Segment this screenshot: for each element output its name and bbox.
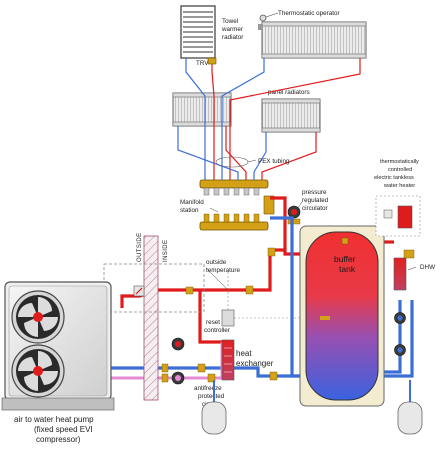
heat-pump-label: air to water heat pump (fixed speed EVI …: [14, 415, 94, 444]
tank-sensor-well: [320, 316, 330, 320]
towel-warmer-label: Towel warmer radiator: [221, 18, 243, 41]
left-panel-radiator: [172, 92, 232, 127]
dhw-heat-exchanger: [393, 249, 415, 291]
manifold-station: [199, 179, 275, 231]
pressure-regulated-circulator-label: pressure regulated circulator: [302, 189, 329, 212]
right-panel-radiator: [261, 98, 321, 133]
svg-text:thermostatically: thermostatically: [380, 159, 419, 165]
svg-text:tank: tank: [339, 264, 356, 274]
antifreeze-piping: [110, 342, 224, 380]
thermostatic-operator: Thermostatic operator: [259, 10, 340, 22]
dhw-label: DHW: [420, 264, 435, 271]
reset-controller-label: reset controller: [204, 319, 230, 334]
heat-exchanger: [221, 339, 235, 381]
svg-text:water heater: water heater: [383, 183, 415, 189]
svg-text:controlled: controlled: [388, 167, 412, 173]
tank-outlet-circulator: [394, 344, 406, 356]
trv-label: TRV: [196, 60, 209, 67]
svg-text:radiator: radiator: [222, 34, 243, 41]
pressure-regulated-circulator: [287, 205, 301, 225]
svg-text:antifreeze: antifreeze: [194, 385, 222, 392]
svg-text:reset: reset: [206, 319, 220, 326]
reset-controller: [221, 272, 308, 327]
svg-text:temperature: temperature: [206, 267, 240, 274]
svg-text:exchanger: exchanger: [236, 359, 274, 368]
svg-text:air to water heat pump: air to water heat pump: [14, 415, 94, 424]
antifreeze-circulator: [171, 371, 185, 385]
outside-temperature-label: outside temperature: [206, 259, 240, 274]
svg-text:warmer: warmer: [221, 26, 243, 33]
expansion-tank-left: [201, 380, 227, 435]
svg-text:compressor): compressor): [36, 435, 81, 444]
inline-valves: [161, 247, 278, 383]
svg-text:station: station: [180, 207, 199, 214]
expansion-tank-right: [397, 380, 423, 435]
svg-text:regulated: regulated: [302, 197, 329, 204]
svg-text:circulator: circulator: [302, 205, 328, 212]
pex-tubing: [177, 58, 361, 180]
heat-exchanger-label: heat exchanger: [236, 349, 274, 368]
buffer-tank: [299, 225, 385, 407]
inside-label: INSIDE: [163, 240, 169, 262]
svg-text:controller: controller: [204, 327, 230, 334]
outside-label: OUTSIDE: [137, 233, 143, 262]
exterior-wall: [143, 235, 159, 401]
upper-panel-radiator: [258, 21, 367, 59]
outside-temperature-sensor: [133, 285, 145, 297]
towel-warmer-radiator: [180, 5, 217, 65]
svg-text:Towel: Towel: [222, 18, 238, 25]
svg-text:buffer: buffer: [334, 254, 356, 264]
svg-text:PEX tubing: PEX tubing: [258, 158, 290, 165]
heat-pump-fan-lower: [11, 344, 65, 398]
buffer-tank-label: buffer tank: [334, 254, 356, 274]
leader-lines: [205, 201, 417, 291]
dhw-circulator: [394, 312, 406, 324]
panel-radiators-label: panel radiators: [268, 89, 310, 96]
tankless-heater-label: thermostatically controlled electric tan…: [374, 159, 419, 189]
svg-text:electric tankless: electric tankless: [374, 175, 414, 181]
svg-text:pressure: pressure: [302, 189, 327, 196]
svg-text:heat: heat: [236, 349, 252, 358]
thermostatic-operator-label: Thermostatic operator: [278, 10, 340, 17]
svg-text:protected: protected: [198, 393, 225, 400]
svg-text:Manifold: Manifold: [180, 199, 204, 206]
pex-tubing-callout: PEX tubing: [215, 156, 290, 168]
heat-pump-fan-upper: [11, 290, 65, 344]
svg-text:outside: outside: [206, 259, 227, 266]
svg-text:(fixed speed EVI: (fixed speed EVI: [34, 425, 93, 434]
loop-circulator: [171, 337, 185, 351]
electric-tankless-water-heater: [375, 195, 421, 237]
manifold-station-label: Manifold station: [180, 199, 204, 214]
